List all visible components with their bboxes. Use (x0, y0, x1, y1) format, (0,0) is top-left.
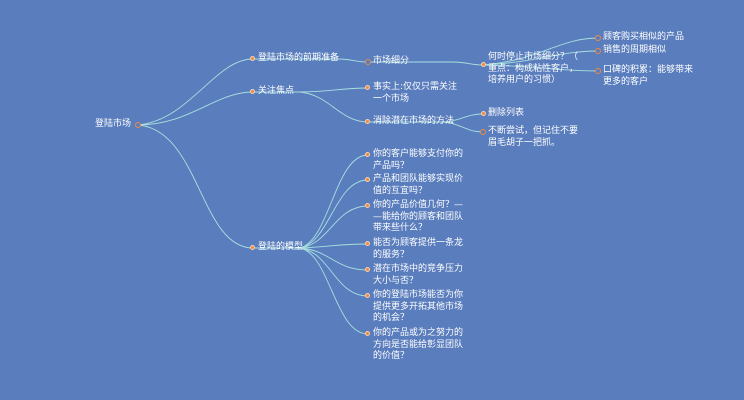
edge-root-focus (137, 91, 254, 126)
node-fact-line2: 一个市场 (373, 93, 410, 104)
node-q1-line1: 你的客户能够支付你的 (373, 149, 464, 159)
edge-model-q1 (253, 154, 369, 249)
node-q3-line2: —能给你的顾客和团队 (373, 211, 464, 222)
node-q1[interactable]: 你的客户能够支付你的 产品吗？ (373, 149, 463, 172)
node-q1-line2: 产品吗？ (373, 160, 410, 171)
edge-eliminate-keep (368, 121, 484, 133)
node-fact-line1: 事实上:仅仅只需关注 (373, 82, 458, 92)
node-delete-list[interactable]: 删除列表 (488, 108, 525, 118)
node-dot-keep (480, 129, 486, 135)
node-q6-line1: 你的登陆市场能否为你 (373, 290, 464, 300)
edge-model-q2 (253, 179, 369, 249)
node-whenstop[interactable]: 何时停止市场细分？（ 重点：构成粘性客户， 培养用户的习惯） (488, 52, 578, 87)
node-focus[interactable]: 关注焦点 (258, 86, 295, 96)
node-q5-line2: 大小与否？ (373, 275, 419, 286)
node-dot-q3 (365, 203, 370, 208)
node-leaf-wom-line2: 更多的客户 (603, 76, 649, 87)
node-keep-trying-line1: 不断尝试，但记住不要 (488, 126, 579, 136)
node-q4[interactable]: 能否为顾客提供一条龙 的服务？ (373, 238, 463, 261)
node-dot-root (135, 122, 141, 128)
node-q6[interactable]: 你的登陆市场能否为你 提供更多开拓其他市场 的机会？ (373, 290, 463, 325)
node-eliminate[interactable]: 消除潜在市场的方法 (373, 116, 455, 126)
node-prep[interactable]: 登陆市场的前期准备 (258, 53, 340, 63)
node-q6-line2: 提供更多开拓其他市场 (373, 301, 464, 312)
node-leaf-wom[interactable]: 口碑的积累：能够带来 更多的客户 (603, 65, 693, 88)
node-dot-sales (595, 48, 601, 54)
node-q3-line3: 带来些什么？ (373, 223, 428, 233)
edge-root-prep (137, 58, 254, 126)
edge-root-model (137, 124, 254, 249)
node-dot-q7 (365, 331, 370, 336)
node-whenstop-line3: 培养用户的习惯） (488, 75, 561, 85)
node-q7[interactable]: 你的产品或为之努力的 方向是否能给彰显团队 的价值？ (373, 328, 463, 363)
node-dot-delete (481, 111, 486, 116)
node-leaf-wom-line1: 口碑的积累：能够带来 (603, 65, 694, 75)
node-q7-line1: 你的产品或为之努力的 (373, 328, 464, 338)
node-q4-line2: 的服务？ (373, 249, 410, 260)
node-leaf-buy[interactable]: 顾客购买相似的产品 (603, 32, 685, 42)
node-keep-trying[interactable]: 不断尝试，但记住不要 眉毛胡子一把抓。 (488, 126, 578, 149)
node-q3[interactable]: 你的产品价值几何？— —能给你的顾客和团队 带来些什么？ (373, 200, 463, 235)
node-whenstop-line2: 重点：构成粘性客户， (488, 63, 579, 74)
node-leaf-sales[interactable]: 销售的周期相似 (603, 45, 667, 55)
edge-whenstop-buy (482, 37, 599, 66)
node-model[interactable]: 登陆的模型 (258, 242, 304, 252)
edge-prep-segment (253, 58, 369, 63)
node-dot-wom (595, 68, 601, 74)
node-q5-line1: 潜在市场中的竞争压力 (373, 264, 464, 274)
node-q2-line1: 产品和团队能够实现价 (373, 174, 464, 184)
node-keep-trying-line2: 眉毛胡子一把抓。 (488, 137, 561, 148)
node-segment[interactable]: 市场细分 (373, 56, 410, 66)
node-dot-prep (250, 56, 255, 61)
node-dot-focus (250, 89, 255, 94)
edge-whenstop-sales (482, 50, 599, 66)
node-dot-segment (365, 59, 371, 65)
node-q7-line3: 的价值？ (373, 351, 410, 361)
edge-focus-eliminate (253, 91, 369, 123)
node-dot-eliminate (365, 119, 370, 124)
node-q7-line2: 方向是否能给彰显团队 (373, 339, 464, 350)
node-dot-q2 (365, 177, 370, 182)
node-q4-line1: 能否为顾客提供一条龙 (373, 238, 464, 248)
node-dot-q5 (365, 267, 370, 272)
node-dot-buy (595, 35, 601, 41)
node-q3-line1: 你的产品价值几何？— (373, 200, 464, 210)
node-dot-q1 (365, 152, 370, 157)
edge-segment-whenstop (368, 61, 484, 66)
node-dot-whenstop (481, 62, 486, 67)
edge-model-q6 (253, 247, 369, 297)
node-dot-q6 (365, 293, 370, 298)
node-dot-model (250, 245, 255, 250)
node-whenstop-line1: 何时停止市场细分？（ (488, 52, 579, 62)
node-q2-line2: 值的互宜吗？ (373, 185, 428, 196)
node-q2[interactable]: 产品和团队能够实现价 值的互宜吗？ (373, 174, 463, 197)
edge-model-q3 (253, 205, 369, 249)
edge-model-q7 (253, 247, 369, 335)
node-root[interactable]: 登陆市场 (95, 119, 132, 129)
node-dot-fact (365, 85, 370, 90)
node-fact[interactable]: 事实上:仅仅只需关注 一个市场 (373, 82, 457, 105)
node-dot-q4 (365, 241, 370, 246)
node-q6-line3: 的机会？ (373, 313, 410, 323)
edge-whenstop-wom (482, 64, 599, 72)
node-q5[interactable]: 潜在市场中的竞争压力 大小与否？ (373, 264, 463, 287)
